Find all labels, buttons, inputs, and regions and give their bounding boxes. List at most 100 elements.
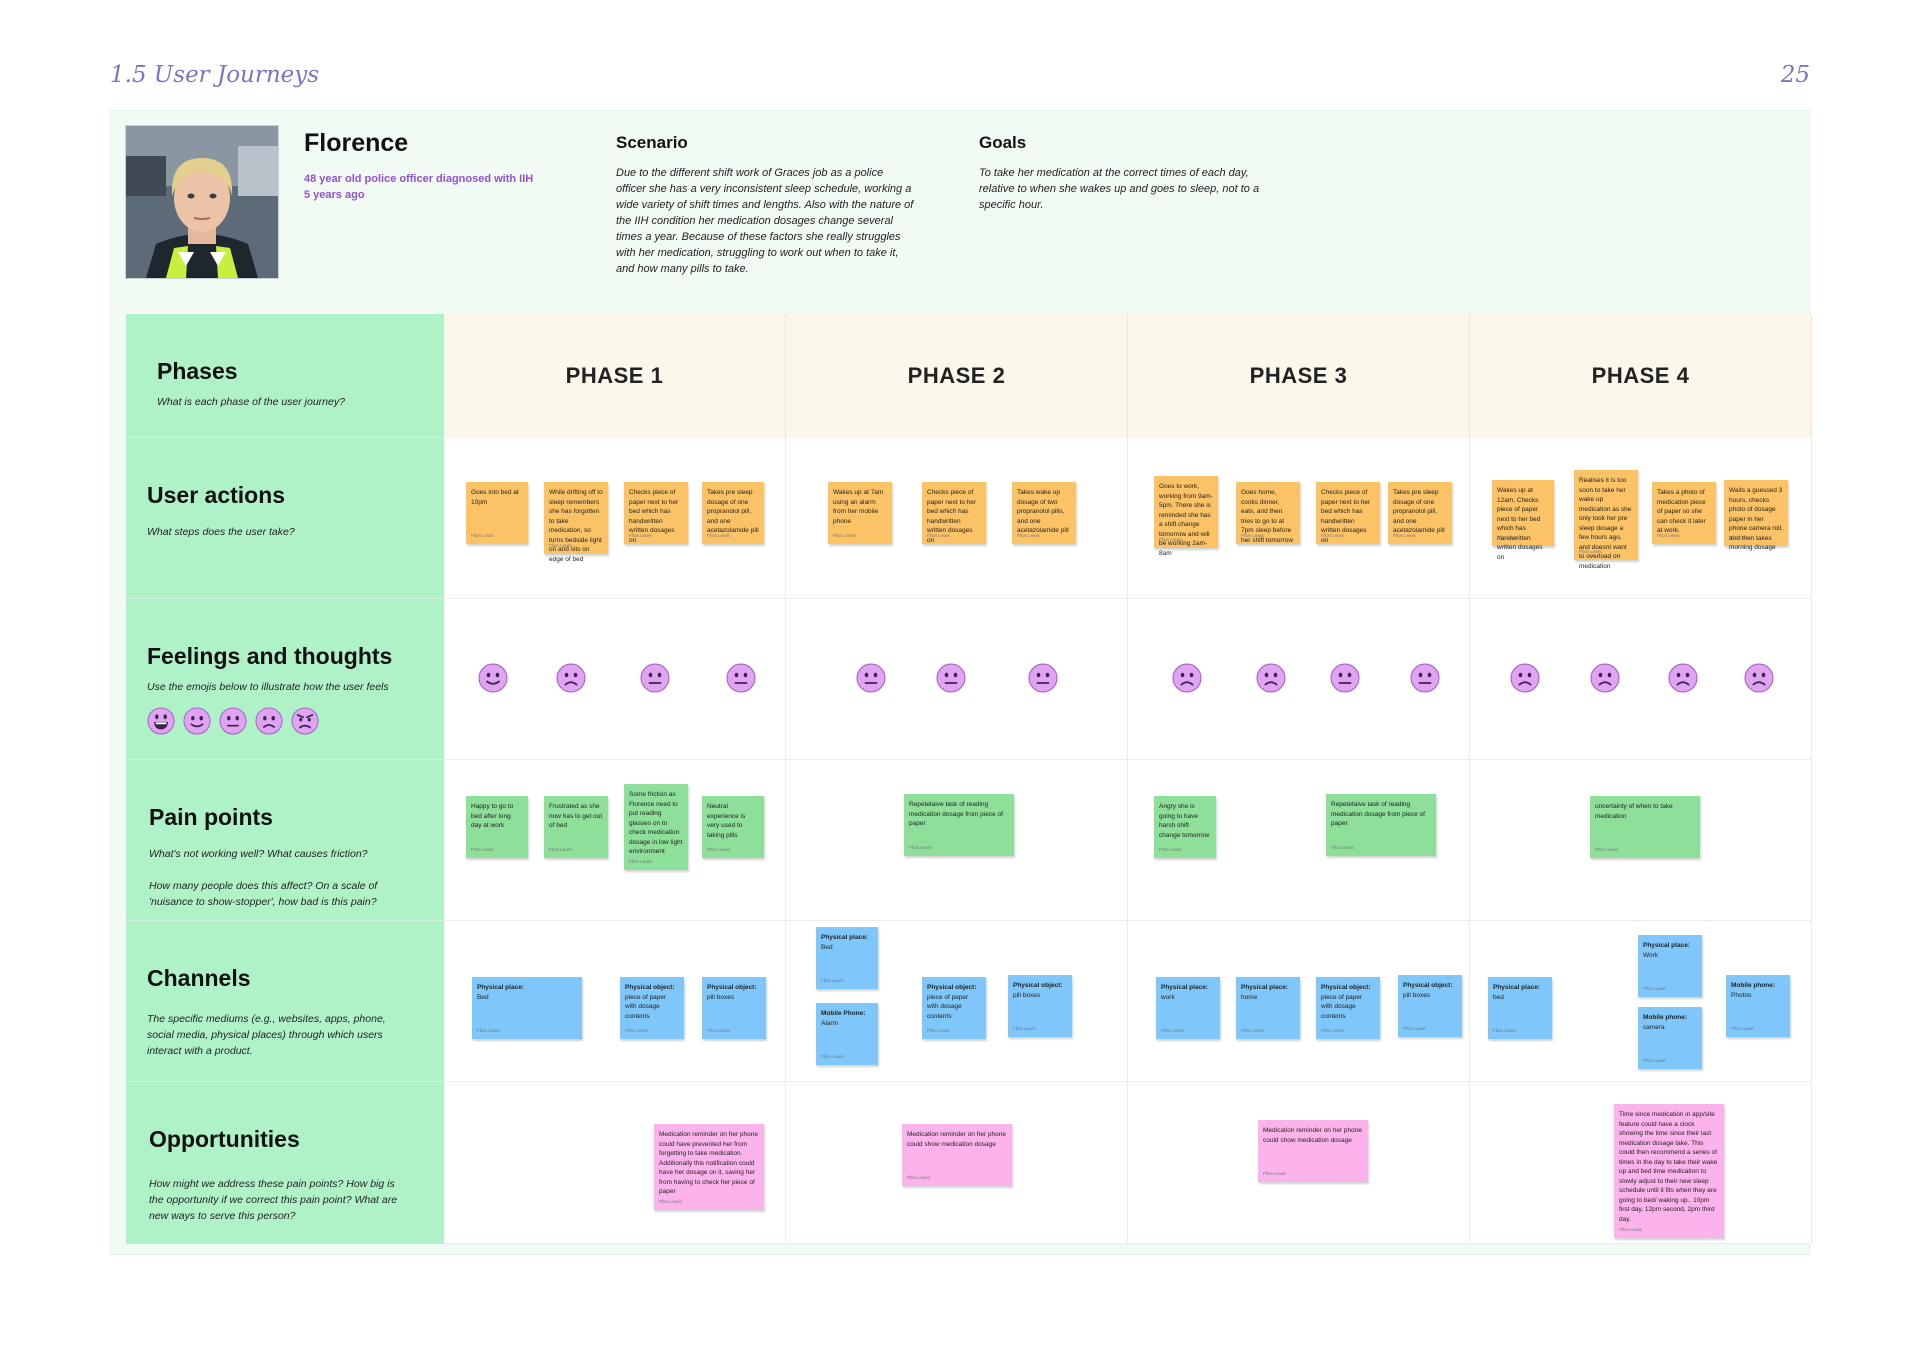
cell-opportunities-phase-1: Medication reminder on her phone could h… [444,1082,786,1244]
cell-pain-points-phase-1: Happy to go to bed after long day at wor… [444,760,786,921]
note-label: Physical place: [1493,984,1540,991]
channel-note[interactable]: Physical object:piece of paper with dosa… [922,977,986,1039]
note-text: Medication reminder on her phone could s… [1263,1127,1363,1144]
note-value: Alarm [821,1019,838,1027]
note-text: Mobile Phone:Alarm [821,1009,873,1028]
frown-emoji-icon [1744,663,1774,693]
note-value: Work [1643,951,1659,959]
pain-point-note[interactable]: Some friction as Florence need to put re… [624,784,688,870]
opportunity-note[interactable]: Medication reminder on her phone could h… [654,1124,764,1210]
note-label: Physical place: [1643,942,1690,949]
pain-point-note[interactable]: Repetetaive task of reading medication d… [1326,794,1436,856]
note-text: Physical object:pill boxes [1403,981,1457,1000]
note-text: Physical object:piece of paper with dosa… [927,983,981,1021]
note-author: Ffion Lewis [909,844,932,850]
user-action-note[interactable]: Takes pre sleep dosage of one propranolo… [702,482,764,544]
note-author: Ffion Lewis [1321,532,1344,538]
row-title: Phases [157,358,238,384]
note-text: Checks piece of paper next to her bed wh… [927,489,977,544]
channel-note[interactable]: Physical object:piece of paper with dosa… [1316,977,1380,1039]
user-action-note[interactable]: Goes to work, working from 9am-5pm. Ther… [1154,476,1218,557]
scenario-title: Scenario [616,133,688,152]
opportunity-note[interactable]: Medication reminder on her phone could s… [1258,1120,1368,1182]
frown-emoji-icon [1256,663,1286,693]
cell-feelings-phase-4 [1470,599,1812,760]
channel-note[interactable]: Physical object:piece of paper with dosa… [620,977,684,1039]
note-text: Medication reminder on her phone could s… [907,1131,1007,1148]
note-author: Ffion Lewis [1161,1027,1184,1033]
emoji-key [147,707,347,737]
user-action-note[interactable]: Checks piece of paper next to her bed wh… [1316,482,1380,544]
note-label: Physical object: [1013,982,1063,989]
cell-feelings-phase-3 [1128,599,1470,760]
row-label-channels: Channels The specific mediums (e.g., web… [126,921,444,1082]
user-action-note[interactable]: Takes a photo of medication piece of pap… [1652,482,1716,544]
note-text: Goes home, cooks dinner, eats, and then … [1241,489,1294,544]
note-author: Ffion Lewis [1493,1027,1516,1033]
user-action-note[interactable]: Checks piece of paper next to her bed wh… [624,482,688,544]
note-author: Ffion Lewis [1263,1170,1286,1176]
note-label: Physical object: [927,984,977,991]
user-action-note[interactable]: Goes home, cooks dinner, eats, and then … [1236,482,1300,544]
opportunity-note[interactable]: Time since medication in app/site featur… [1614,1104,1724,1238]
note-author: Ffion Lewis [907,1174,930,1180]
note-text: Takes pre sleep dosage of one propranolo… [1393,489,1445,534]
note-author: Ffion Lewis [1619,1226,1642,1232]
user-action-note[interactable]: While drifting off to sleep remembers sh… [544,482,608,563]
note-text: Takes wake up dosage of two propranolol … [1017,489,1069,534]
row-subtitle: What's not working well? What causes fri… [149,848,368,860]
persona-name: Florence [304,129,409,157]
row-subtitle: What is each phase of the user journey? [157,396,345,408]
user-action-note[interactable]: Realises it is too soon to take her wake… [1574,470,1638,570]
pain-point-note[interactable]: Repetetaive task of reading medication d… [904,794,1014,856]
note-text: Physical object:piece of paper with dosa… [625,983,679,1021]
cell-pain-points-phase-3: Angry she is going to have harsh shift c… [1128,760,1470,921]
note-text: Physical place:Bed [477,983,577,1002]
user-action-note[interactable]: Wakes up at 12am, Checks piece of paper … [1492,480,1554,561]
section-title: 1.5 User Journeys [110,62,320,88]
note-label: Physical place: [1161,984,1208,991]
user-action-note[interactable]: Wakes up at 7am using an alarm from her … [828,482,892,544]
opportunity-note[interactable]: Medication reminder on her phone could s… [902,1124,1012,1186]
row-title: User actions [147,482,286,508]
note-text: Time since medication in app/site featur… [1619,1111,1718,1223]
note-author: Ffion Lewis [629,858,652,864]
note-author: Ffion Lewis [1579,548,1602,554]
angry-emoji-icon [291,707,319,735]
pain-point-note[interactable]: Happy to go to bed after long day at wor… [466,796,528,858]
goals-text: To take her medication at the correct ti… [979,167,1260,211]
neutral-emoji-icon [856,663,886,693]
note-author: Ffion Lewis [707,532,730,538]
pain-point-note[interactable]: Neutral experience is very used to takin… [702,796,764,858]
user-action-note[interactable]: Waits a guessed 3 hours, checks photo of… [1724,480,1788,551]
page-number: 25 [1780,62,1810,88]
row-subtitle-secondary: How many people does this affect? On a s… [149,880,378,908]
user-action-note[interactable]: Takes wake up dosage of two propranolol … [1012,482,1076,544]
user-action-note[interactable]: Takes pre sleep dosage of one propranolo… [1388,482,1452,544]
row-title: Opportunities [149,1126,300,1152]
note-author: Ffion Lewis [1497,534,1520,540]
pain-point-note[interactable]: Angry she is going to have harsh shift c… [1154,796,1216,858]
row-subtitle: What steps does the user take? [147,526,295,538]
note-text: Realises it is too soon to take her wake… [1579,477,1632,570]
grin-emoji-icon [147,707,175,735]
note-text: Checks piece of paper next to her bed wh… [1321,489,1371,544]
user-action-note[interactable]: Checks piece of paper next to her bed wh… [922,482,986,544]
pain-point-note[interactable]: Frustrated as she now has to get out of … [544,796,608,858]
note-author: Ffion Lewis [1331,844,1354,850]
neutral-emoji-icon [1028,663,1058,693]
